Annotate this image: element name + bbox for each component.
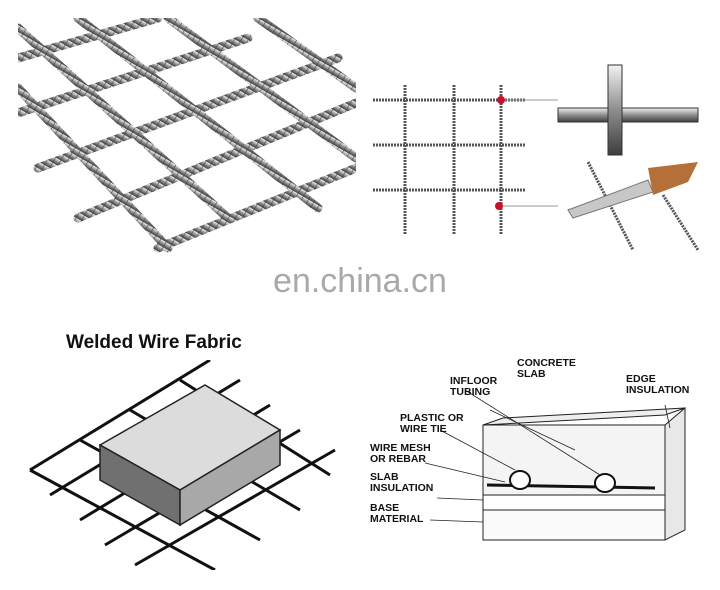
watermark: en.china.cn xyxy=(273,262,447,300)
weld-point-marker xyxy=(497,96,505,104)
label-slab-insulation: SLAB INSULATION xyxy=(370,471,434,494)
label-wire-mesh: WIRE MESH OR REBAR xyxy=(370,442,431,465)
grid-bars xyxy=(373,85,526,235)
slab-front-right xyxy=(179,428,281,527)
label-infloor-tubing: INFLOOR TUBING xyxy=(450,375,498,398)
label-concrete-slab: CONCRETE SLAB xyxy=(517,357,576,380)
rebar-mesh-photo xyxy=(18,18,356,256)
label-base-material: BASE MATERIAL xyxy=(370,502,424,525)
slab-cross-section-diagram xyxy=(424,389,686,541)
label-edge-insulation: EDGE INSULATION xyxy=(626,373,690,396)
rebar-cross-detail xyxy=(557,64,699,156)
caliper-measurement xyxy=(567,161,700,251)
mesh-grid-diagram xyxy=(373,64,700,251)
weld-point-marker xyxy=(495,202,503,210)
rebar-bars-b xyxy=(18,18,356,253)
welded-wire-fabric-diagram xyxy=(29,360,336,570)
welded-wire-fabric-title: Welded Wire Fabric xyxy=(66,332,242,353)
label-plastic-wire-tie: PLASTIC OR WIRE TIE xyxy=(400,412,464,435)
